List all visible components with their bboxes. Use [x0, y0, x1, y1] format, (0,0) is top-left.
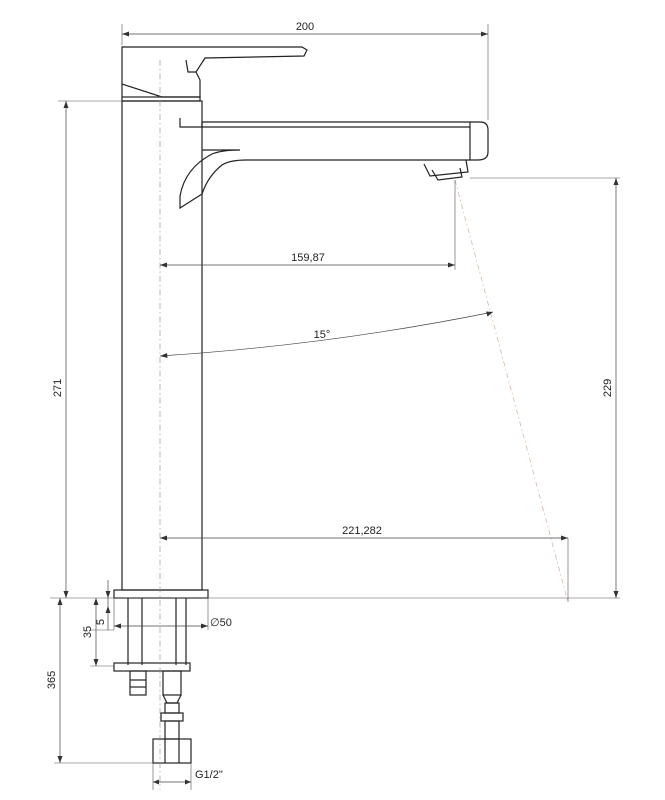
dim-spray-angle-arc — [159, 311, 494, 357]
label-total-below: 365 — [46, 671, 58, 689]
label-spout-height: 229 — [602, 379, 614, 397]
label-deck-max: 35 — [82, 626, 94, 638]
label-spray-angle: 15° — [314, 329, 331, 341]
fixing-nut — [129, 670, 147, 696]
label-spout-reach: 159,87 — [291, 252, 325, 264]
dimension-lines — [57, 31, 619, 785]
supply-hose — [162, 670, 182, 696]
lever-handle — [121, 46, 308, 98]
dimension-labels: 200 159,87 15° 221,282 271 229 35 5 ∅50 … — [46, 21, 614, 781]
hex-connector — [152, 738, 192, 764]
label-spray-reach: 221,282 — [342, 525, 382, 537]
spray-line — [454, 179, 569, 603]
main-column — [121, 100, 203, 591]
label-base-diameter: ∅50 — [210, 617, 232, 629]
base-flange — [113, 589, 209, 599]
extension-lines — [50, 24, 620, 790]
aerator — [423, 159, 469, 177]
faucet-body — [113, 46, 489, 764]
label-connector-thread: G1/2" — [195, 769, 223, 781]
fixing-plate — [113, 662, 191, 672]
label-deck-min: 5 — [95, 619, 107, 625]
label-overall-width: 200 — [296, 21, 314, 33]
label-body-height: 271 — [52, 379, 64, 397]
spout — [179, 118, 489, 210]
